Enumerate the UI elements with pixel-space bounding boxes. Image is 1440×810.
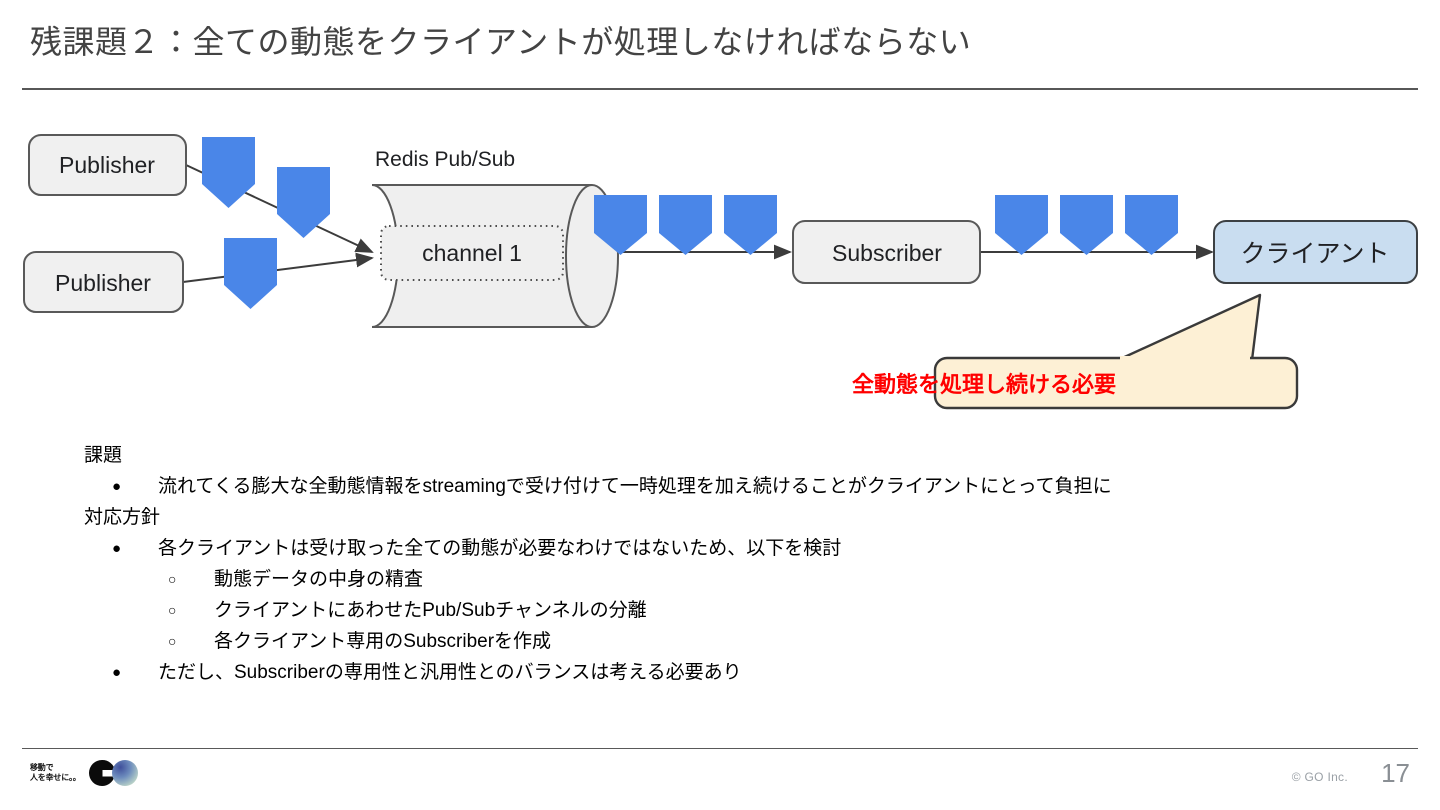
list-item-label: クライアントにあわせたPub/Subチャンネルの分離	[214, 600, 647, 621]
channel-box: channel 1	[380, 225, 564, 281]
message-tokens-subscriber-inbound	[594, 195, 777, 255]
copyright-text: © GO Inc.	[1291, 770, 1348, 784]
go-mark-icon	[88, 759, 138, 786]
message-token-icon	[995, 195, 1048, 255]
list-item-label: 動態データの中身の精査	[214, 569, 424, 590]
subscriber-label: Subscriber	[832, 240, 942, 266]
callout-warning: 全動態を処理し続ける必要	[852, 293, 1299, 410]
message-token-icon	[1125, 195, 1178, 255]
channel-label: channel 1	[422, 240, 522, 266]
page-title: 残課題２：全ての動態をクライアントが処理しなければならない	[30, 24, 972, 60]
page-number: 17	[1381, 758, 1410, 788]
message-token-icon	[1060, 195, 1113, 255]
list-item: ○ 各クライアント専用のSubscriberを作成	[84, 626, 1384, 657]
architecture-diagram: Redis Pub/Sub channel 1 Publisher Publis…	[0, 110, 1440, 430]
message-token-icon	[224, 238, 277, 309]
list-item: ○ クライアントにあわせたPub/Subチャンネルの分離	[84, 595, 1384, 626]
arrow-publisher-bottom-to-channel	[182, 252, 374, 283]
message-token-icon	[594, 195, 647, 255]
bullet-marker-icon: ●	[112, 540, 122, 557]
logo-tagline: 移動で 人を幸せに。。	[30, 763, 81, 782]
footer-divider	[22, 748, 1418, 749]
go-inc-logo: 移動で 人を幸せに。。	[30, 758, 143, 788]
bullet-marker-icon: ○	[168, 571, 177, 587]
callout-bubble	[933, 356, 1299, 410]
bullet-marker-icon: ●	[112, 664, 122, 681]
publisher-bottom-label: Publisher	[55, 270, 151, 296]
message-token-icon	[724, 195, 777, 255]
list-item-label: 各クライアント専用のSubscriberを作成	[214, 631, 552, 652]
client-node: クライアント	[1213, 220, 1418, 284]
bullet-marker-icon: ●	[112, 478, 122, 495]
list-item-label: ただし、Subscriberの専用性と汎用性とのバランスは考える必要あり	[158, 662, 742, 683]
message-tokens-publisher	[202, 137, 330, 309]
subscriber-node: Subscriber	[792, 220, 981, 284]
list-item-label: 各クライアントは受け取った全ての動態が必要なわけではないため、以下を検討	[158, 538, 842, 559]
message-token-icon	[659, 195, 712, 255]
title-divider	[22, 88, 1418, 90]
list-item: ● 各クライアントは受け取った全ての動態が必要なわけではないため、以下を検討	[84, 533, 1384, 564]
publisher-node-bottom: Publisher	[23, 251, 184, 313]
message-token-icon	[202, 137, 255, 208]
message-tokens-client-inbound	[995, 195, 1178, 255]
bullet-marker-icon: ○	[168, 633, 177, 649]
list-item: ● ただし、Subscriberの専用性と汎用性とのバランスは考える必要あり	[84, 657, 1384, 688]
publisher-top-label: Publisher	[59, 152, 155, 178]
list-item: 課題	[84, 445, 123, 466]
list-item: ● 流れてくる膨大な全動態情報をstreamingで受け付けて一時処理を加え続け…	[84, 471, 1384, 502]
content-list: 課題 ● 流れてくる膨大な全動態情報をstreamingで受け付けて一時処理を加…	[84, 440, 1384, 688]
list-item-label: 流れてくる膨大な全動態情報をstreamingで受け付けて一時処理を加え続けるこ…	[158, 476, 1112, 497]
bullet-marker-icon: ○	[168, 602, 177, 618]
callout-tail	[1116, 293, 1262, 362]
publisher-node-top: Publisher	[28, 134, 187, 196]
callout-text: 全動態を処理し続ける必要	[852, 372, 1116, 397]
list-item: ○ 動態データの中身の精査	[84, 564, 1384, 595]
client-label: クライアント	[1240, 240, 1389, 268]
list-item: 対応方針	[84, 507, 161, 528]
datastore-label: Redis Pub/Sub	[375, 148, 515, 171]
message-token-icon	[277, 167, 330, 238]
